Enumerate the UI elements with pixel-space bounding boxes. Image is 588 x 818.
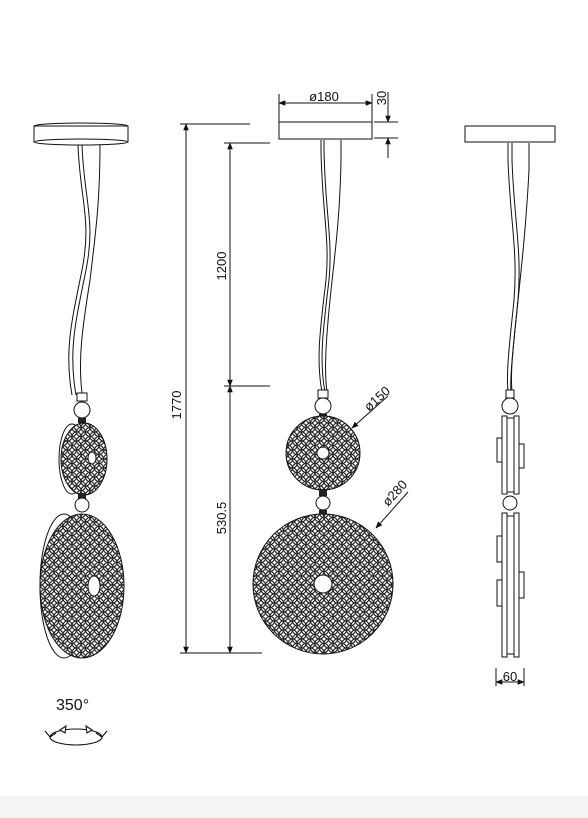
depth-label: 60: [503, 669, 517, 684]
perspective-view: [33, 122, 129, 659]
large-disc-side: [496, 512, 525, 658]
small-disc-diameter-label: ø150: [361, 383, 393, 414]
cable: [68, 144, 101, 396]
body-height-label: 530.5: [214, 502, 229, 535]
large-disc-front: [252, 513, 394, 655]
rotation-label: 350°: [56, 697, 90, 714]
dimension-cable: [224, 142, 270, 387]
canopy: [33, 122, 129, 146]
connector-middle: [74, 493, 90, 513]
canopy: [464, 125, 556, 143]
side-view: 60: [464, 125, 556, 686]
canopy-dimension: [278, 92, 398, 158]
cable: [318, 140, 342, 393]
canopy-diameter-label: ø180: [309, 89, 339, 104]
small-disc-side: [496, 415, 525, 495]
canopy-height-label: 30: [374, 91, 389, 105]
footer-strip: [0, 796, 588, 818]
large-disc-perspective: [39, 513, 125, 659]
connector-top: [501, 389, 519, 415]
rotate-arrows-icon: [44, 724, 108, 746]
canopy: [278, 121, 373, 140]
cable: [506, 143, 530, 393]
total-height-label: 1770: [169, 391, 184, 420]
connector-top: [73, 392, 91, 423]
front-view: ø180 30 ø150: [252, 89, 410, 655]
depth-dimension: [495, 668, 525, 686]
connector-middle: [502, 495, 518, 511]
diameter-leader-small: [351, 395, 389, 429]
small-disc-perspective: [58, 422, 108, 496]
large-disc-diameter-label: ø280: [379, 477, 410, 509]
connector-middle: [315, 489, 331, 517]
dimension-total: [180, 123, 262, 654]
small-disc-front: [285, 415, 361, 491]
diameter-leader-large: [375, 491, 409, 529]
cable-length-label: 1200: [214, 252, 229, 281]
